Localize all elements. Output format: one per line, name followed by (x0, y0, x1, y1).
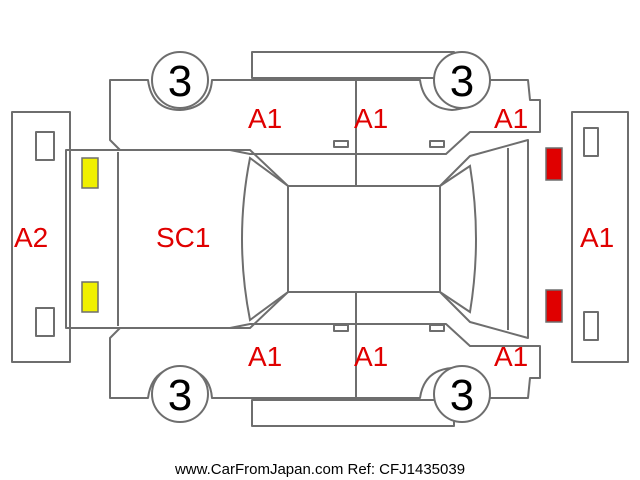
label-front-right-fender: A1 (248, 341, 282, 372)
tire-top-rear: 3 (433, 51, 491, 109)
rear-bumper (571, 111, 629, 363)
front-bumper (11, 111, 71, 363)
tire-bottom-rear: 3 (433, 365, 491, 423)
tire-top-front: 3 (151, 51, 209, 109)
left-side-profile (109, 79, 541, 186)
tire-top-rear-grade: 3 (450, 57, 474, 106)
label-hood: SC1 (156, 222, 210, 253)
windshield (241, 156, 289, 322)
tire-top-front-grade: 3 (168, 57, 192, 106)
label-front-bumper: A2 (14, 222, 48, 253)
label-front-right-door: A1 (354, 341, 388, 372)
label-front-left-door: A1 (354, 103, 388, 134)
tire-bottom-front-grade: 3 (168, 371, 192, 420)
tire-bottom-rear-grade: 3 (450, 371, 474, 420)
headlight-bottom (81, 281, 99, 313)
label-rear-left-door: A1 (494, 103, 528, 134)
car-body-top-view (65, 139, 529, 339)
top-side-sill (251, 51, 455, 79)
label-rear-right-door: A1 (494, 341, 528, 372)
bottom-side-sill (251, 399, 455, 427)
label-rear-bumper: A1 (580, 222, 614, 253)
label-front-left-fender: A1 (248, 103, 282, 134)
footer-reference: www.CarFromJapan.com Ref: CFJ1435039 (174, 461, 465, 478)
taillight-top (545, 147, 563, 181)
taillight-bottom (545, 289, 563, 323)
roof (288, 185, 441, 293)
tire-bottom-front: 3 (151, 365, 209, 423)
rear-window (439, 164, 477, 314)
headlight-top (81, 157, 99, 189)
